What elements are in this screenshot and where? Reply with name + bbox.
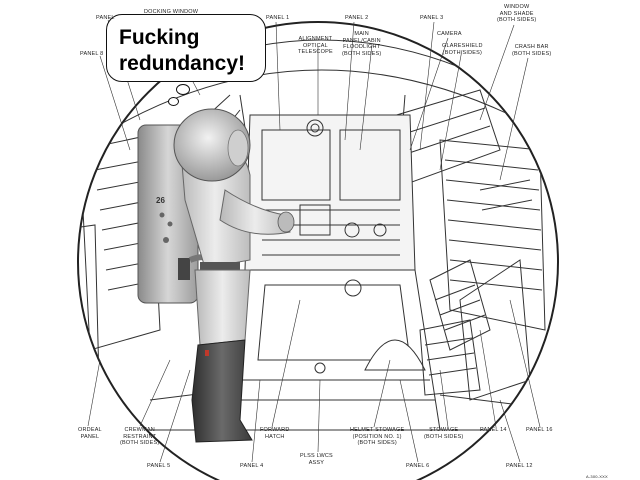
label-panel-3: PANEL 3 — [420, 15, 444, 21]
label-panel-6: PANEL 6 — [406, 463, 430, 469]
label-plss-assy: PLSS LWCS ASSY — [300, 453, 333, 466]
cabin-structure — [78, 39, 558, 431]
label-panel-12: PANEL 12 — [506, 463, 533, 469]
label-main-panel-floodlight: MAIN PANEL/CABIN FLOODLIGHT (BOTH SIDES) — [342, 31, 382, 57]
label-ordeal-panel: ORDEAL PANEL — [78, 427, 102, 440]
leader-lines — [87, 19, 541, 463]
label-panel-14: PANEL 14 — [480, 427, 507, 433]
label-panel-16: PANEL 16 — [526, 427, 553, 433]
label-helmet-stowage: HELMET STOWAGE (POSITION NO. 1) (BOTH SI… — [350, 427, 405, 446]
speech-tail-dot-1 — [176, 84, 190, 95]
label-alignment-telescope: ALIGNMENT OPTICAL TELESCOPE — [298, 36, 333, 55]
label-crewman-restraint: CREWMAN RESTRAINT (BOTH SIDES) — [120, 427, 160, 446]
boots — [191, 339, 253, 443]
label-stowage: STOWAGE (BOTH SIDES) — [424, 427, 464, 440]
label-crash-bar: CRASH BAR (BOTH SIDES) — [512, 44, 552, 57]
label-docking-window: DOCKING WINDOW — [144, 9, 199, 15]
label-camera: CAMERA — [437, 31, 462, 37]
helmet — [173, 108, 251, 182]
label-panel-4: PANEL 4 — [240, 463, 264, 469]
label-forward-hatch: FORWARD HATCH — [260, 427, 290, 440]
label-panel-8: PANEL 8 — [80, 51, 104, 57]
label-doc-number: A-300-XXX — [586, 474, 608, 479]
speech-tail-dot-2 — [168, 97, 179, 106]
astronaut: 26 — [137, 108, 295, 443]
backpack-number: 26 — [156, 196, 165, 205]
label-glareshield: GLARESHIELD (BOTH SIDES) — [442, 43, 483, 56]
label-panel-2: PANEL 2 — [345, 15, 369, 21]
label-panel-5: PANEL 5 — [147, 463, 171, 469]
label-window-and-shade: WINDOW AND SHADE (BOTH SIDES) — [497, 4, 537, 23]
speech-bubble-text: Fucking redundancy! — [119, 26, 246, 75]
label-panel-top-left: PANEL — [96, 15, 115, 21]
cabin-outline — [77, 21, 559, 480]
label-panel-1: PANEL 1 — [266, 15, 290, 21]
speech-bubble: Fucking redundancy! — [106, 14, 266, 82]
